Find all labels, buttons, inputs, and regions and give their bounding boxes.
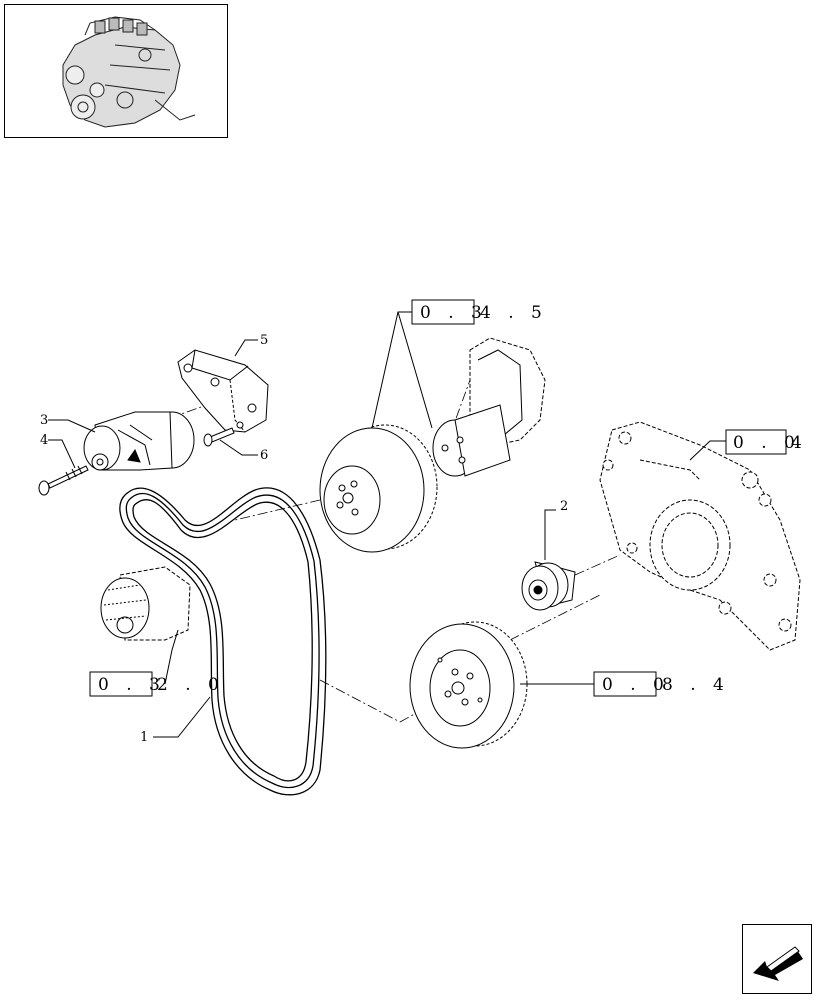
tensioner-bolt (38, 465, 89, 496)
reference-tensioner[interactable]: 0 . 3 2 . 0 (89, 671, 225, 697)
reference-rest: 4 . 5 (480, 303, 548, 323)
reference-timing-cover[interactable]: 0 . 0 4 . (725, 429, 820, 455)
back-button[interactable] (742, 924, 812, 994)
leader-lines (48, 311, 726, 738)
reference-rest: 2 . 0 (157, 675, 225, 695)
callout-1: 1 (140, 730, 148, 745)
reference-boxed: 0 . 0 (602, 675, 670, 695)
bracket-bolt (203, 427, 235, 447)
back-arrow-icon (753, 946, 803, 981)
water-pump-pulley (319, 424, 438, 553)
auxiliary-idler (100, 566, 191, 641)
reference-boxed: 0 . 3 (420, 303, 488, 323)
timing-cover (599, 421, 801, 651)
callout-5: 5 (260, 333, 268, 348)
reference-boxed: 0 . 0 (733, 433, 801, 453)
reference-boxed: 0 . 3 (98, 675, 166, 695)
reference-rest: 8 . 4 (662, 675, 730, 695)
reference-rest: 4 . (791, 433, 820, 453)
tensioner-bracket (177, 349, 269, 433)
crankshaft-pulley (409, 621, 528, 749)
belt-tensioner (83, 411, 195, 471)
engine-thumbnail-icon (62, 16, 196, 128)
engine-thumbnail (4, 4, 228, 138)
callout-2: 2 (560, 499, 568, 514)
callout-6: 6 (260, 448, 268, 463)
callout-3: 3 (40, 413, 48, 428)
callout-4: 4 (40, 433, 48, 448)
poly-v-belt (119, 487, 327, 796)
water-pump (432, 337, 546, 477)
reference-crank-pulley[interactable]: 0 . 0 8 . 4 (593, 671, 730, 697)
reference-water-pump[interactable]: 0 . 3 4 . 5 (411, 299, 548, 325)
idler-pulley (521, 561, 576, 611)
